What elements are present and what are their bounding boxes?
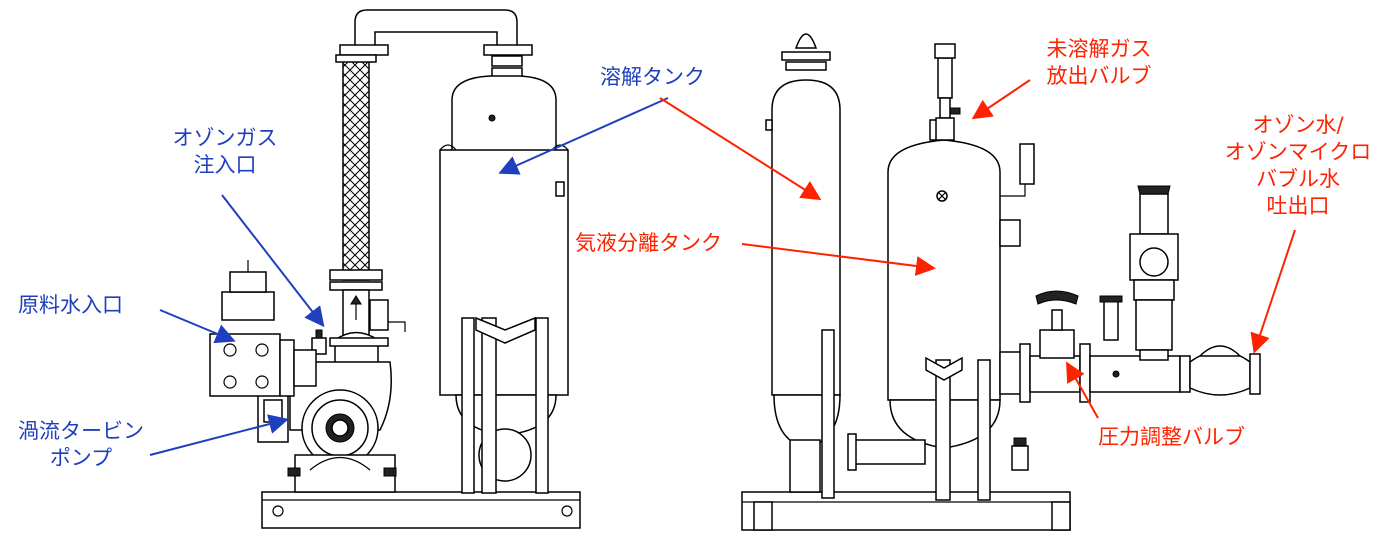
label-dissolving-tank: 溶解タンク [600,65,705,89]
left-base-frame [261,491,581,529]
arrow-dissolving-tank-left [498,97,669,175]
label-outlet-line3: バブル水 [1256,167,1340,191]
pipe-flange [339,44,389,56]
mixing-column [342,59,370,281]
label-outlet-line4: 吐出口 [1266,194,1330,218]
right-machine [741,33,1261,531]
arrow-pump [149,414,289,456]
label-gas-release-valve-line1: 未溶解ガス [1046,37,1152,61]
arrow-outlet [1250,229,1296,354]
left-machine [209,9,581,529]
arrow-gas-valve [971,79,1031,120]
label-outlet: オゾン水/ オゾンマイクロ バブル水 吐出口 [1218,112,1378,220]
label-gas-release-valve-line2: 放出バルブ [1046,64,1152,88]
arrow-raw-water [159,309,236,344]
label-outlet-line1: オゾン水/ [1252,113,1344,137]
gas-release-valve [937,57,953,99]
label-raw-water-inlet: 原料水入口 [18,293,123,317]
label-vortex-pump: 渦流タービン ポンプ [6,418,156,472]
label-outlet-line2: オゾンマイクロ [1224,140,1372,164]
label-ozone-gas-inlet-line2: 注入口 [193,153,257,177]
label-ozone-gas-inlet: オゾンガス 注入口 [160,125,290,179]
arrow-gas-inlet [221,194,325,328]
raw-water-gauge [221,291,275,321]
label-pressure-valve: 圧力調整バルブ [1098,425,1245,449]
pressure-valve-body [1039,329,1075,359]
label-vortex-pump-line2: ポンプ [49,446,113,470]
label-vortex-pump-line1: 渦流タービン [18,419,144,443]
pipe-flange-right [1019,343,1031,403]
annotation-arrows [149,79,1296,456]
outlet-meter [1189,350,1251,396]
right-base-frame [741,491,1071,531]
label-ozone-gas-inlet-line1: オゾンガス [172,126,278,150]
arrow-dissolving-tank-right [659,97,822,201]
right-dissolving-tank [771,79,841,396]
arrow-separation-tank [741,243,936,276]
label-separation-tank: 気液分離タンク [575,231,722,255]
arrow-pressure-valve [1066,361,1099,419]
tank-leg [461,317,475,494]
label-gas-release-valve: 未溶解ガス 放出バルブ [1034,36,1164,90]
